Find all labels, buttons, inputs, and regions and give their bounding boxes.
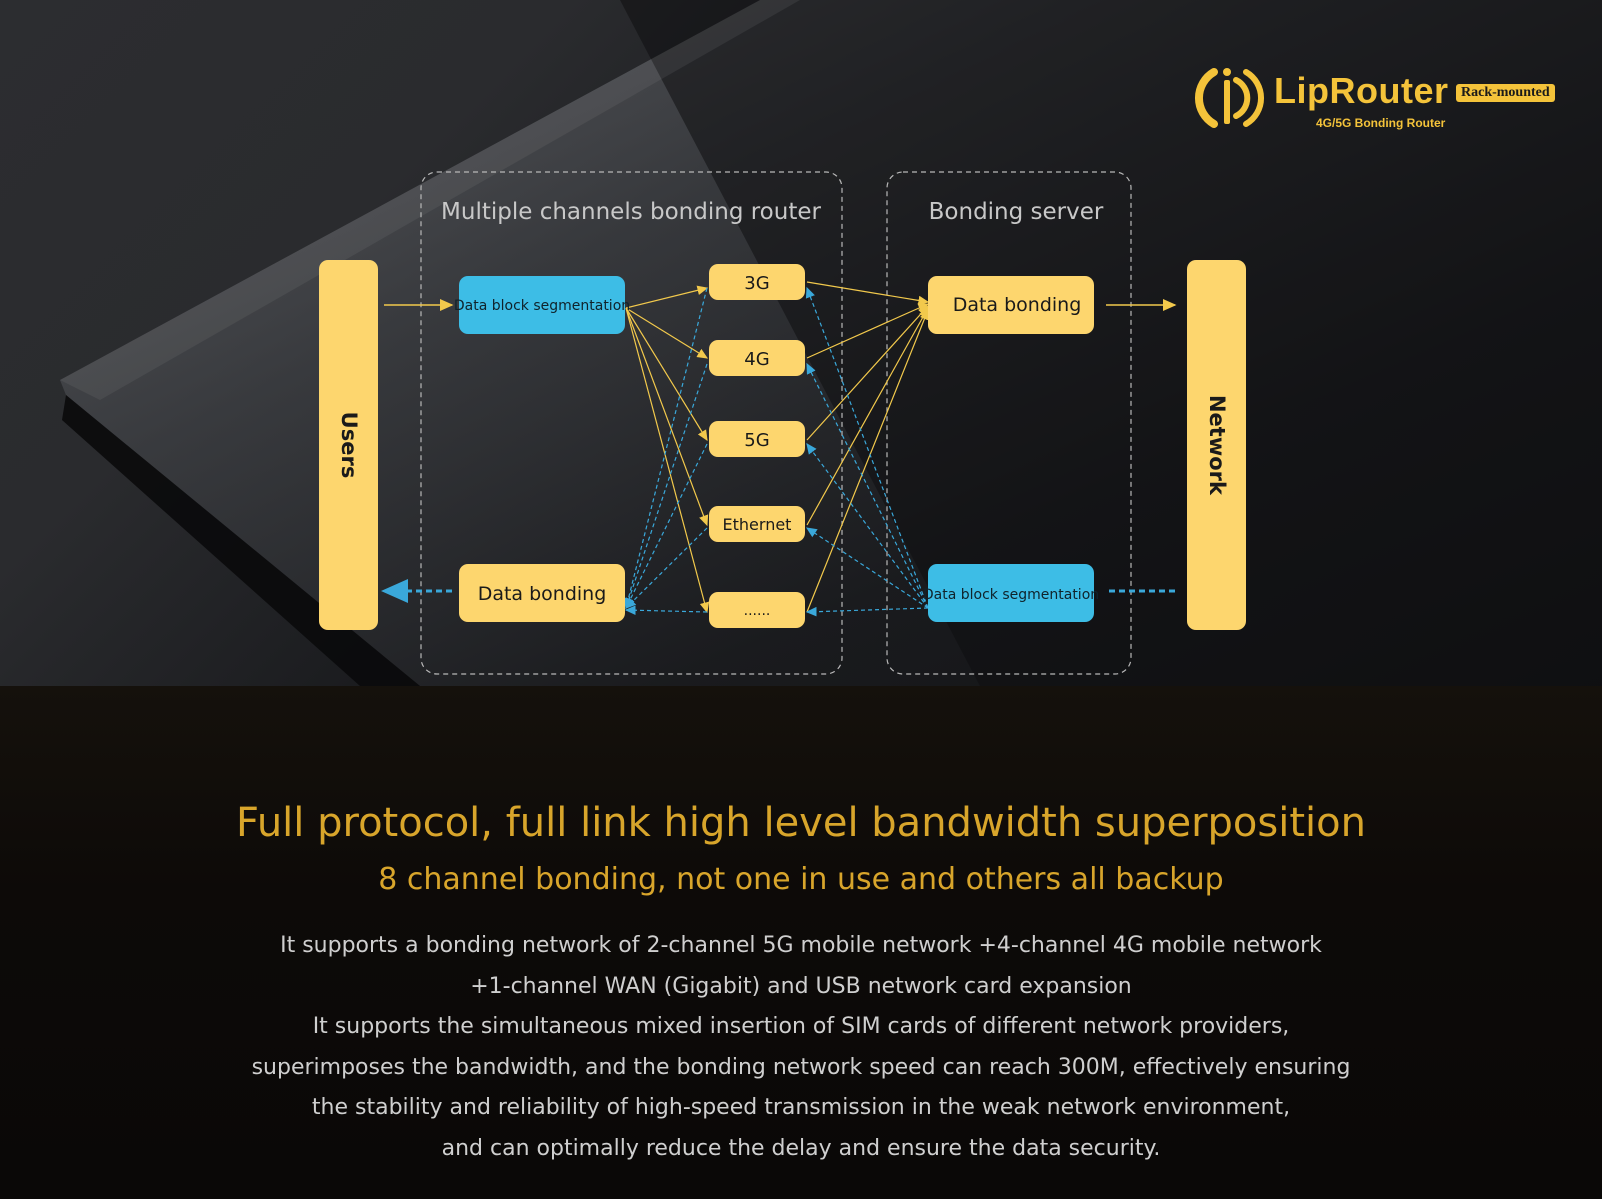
channel-label-ethernet: Ethernet	[723, 515, 792, 534]
router-segmentation-label: Data block segmentation	[454, 298, 630, 314]
brand-badge: Rack-mounted	[1456, 84, 1555, 102]
channel-label-more: ......	[744, 603, 771, 619]
users-label: Users	[337, 412, 361, 479]
server-group-title: Bonding server	[929, 199, 1104, 225]
headline: Full protocol, full link high level band…	[236, 800, 1366, 846]
router-group-title: Multiple channels bonding router	[441, 199, 821, 225]
channel-node-5g	[709, 421, 805, 457]
channel-node-3g	[709, 264, 805, 300]
bottom-panel	[0, 686, 1602, 1199]
description-line: +1-channel WAN (Gigabit) and USB network…	[470, 973, 1132, 999]
subheadline: 8 channel bonding, not one in use and ot…	[378, 862, 1224, 897]
channel-node-4g	[709, 340, 805, 376]
server-segmentation-label: Data block segmentation	[923, 587, 1099, 603]
description-line: It supports a bonding network of 2-chann…	[280, 933, 1322, 958]
brand-logo: LipRouter Rack-mounted 4G/5G Bonding Rou…	[1190, 58, 1560, 138]
description-line: superimposes the bandwidth, and the bond…	[251, 1054, 1351, 1080]
description-line: It supports the simultaneous mixed inser…	[312, 1014, 1290, 1039]
router-segmentation-node	[459, 276, 625, 334]
router-group-box	[420, 171, 843, 675]
server-group-box	[886, 171, 1132, 675]
users-bar	[319, 260, 378, 630]
channel-label-5g: 5G	[744, 430, 769, 451]
upload-links	[625, 281, 930, 614]
channel-label-4g: 4G	[744, 349, 769, 370]
channel-label-3g: 3G	[744, 273, 769, 294]
channel-node-ethernet	[709, 506, 805, 542]
description-line: the stability and reliability of high-sp…	[311, 1095, 1291, 1120]
channel-node-more	[709, 592, 805, 628]
wifi-router-icon	[1194, 68, 1265, 128]
router-bonding-label: Data bonding	[478, 583, 607, 605]
network-label: Network	[1205, 395, 1229, 496]
bonding-diagram: Multiple channels bonding router Bonding…	[319, 171, 1246, 675]
brand-name: LipRouter	[1274, 70, 1449, 111]
server-bonding-label: Data bonding	[953, 294, 1082, 316]
brand-subtitle: 4G/5G Bonding Router	[1316, 116, 1446, 130]
description-line: and can optimally reduce the delay and e…	[441, 1135, 1161, 1161]
channel-nodes: 3G 4G 5G Ethernet ......	[709, 264, 805, 628]
network-bar	[1187, 260, 1246, 630]
server-bonding-node	[928, 276, 1094, 334]
server-segmentation-node	[928, 564, 1094, 622]
description: It supports a bonding network of 2-chann…	[150, 926, 1452, 1169]
download-links	[623, 286, 929, 617]
router-bonding-node	[459, 564, 625, 622]
